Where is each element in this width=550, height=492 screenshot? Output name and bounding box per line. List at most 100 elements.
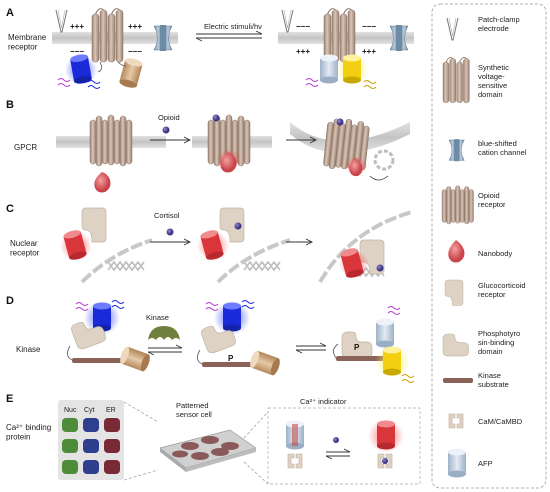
yellow-fp-cylinder: [383, 346, 401, 376]
legend-item-afp: AFP: [448, 448, 493, 478]
linker: [97, 61, 127, 73]
arrow-c-1: [150, 238, 192, 246]
patch-clamp-electrode-icon: [281, 9, 294, 33]
legend-label: Nanobody: [478, 249, 512, 258]
grid-cell: [83, 418, 99, 432]
legend-item-cam: CaM/CaMBD: [448, 413, 523, 429]
cortisol-ligand: [376, 264, 384, 272]
phospho-group: P: [228, 354, 234, 363]
kinase-substrate: [202, 362, 252, 367]
legend-label: AFP: [478, 459, 493, 468]
membrane-b-right-curved: [290, 122, 410, 153]
grid-cell: [83, 460, 99, 474]
panel-letter-e: E: [6, 393, 13, 405]
panel-label-d: Kinase: [16, 345, 41, 354]
arrow-label-b: Opioid: [158, 113, 180, 122]
red-fp-cylinder: [377, 420, 395, 450]
panel-label-b: GPCR: [14, 143, 37, 152]
equilibrium-arrow-e: [325, 448, 351, 460]
panel-letter-b: B: [6, 99, 14, 111]
kinase-enzyme: [148, 326, 180, 340]
arrow-b-1: [150, 136, 192, 144]
charge-label: +++: [362, 47, 376, 56]
calcium-ion: [333, 437, 339, 443]
grid-cell: [104, 460, 120, 474]
patch-clamp-electrode-icon: [446, 17, 459, 41]
nanobody: [220, 152, 237, 173]
equilibrium-arrow-a: [195, 30, 263, 42]
arrow-c-2: [286, 238, 314, 246]
dna-helix: [243, 261, 281, 271]
opioid-receptor: [89, 114, 133, 167]
sensor-grid: [62, 418, 120, 474]
red-stripe: [292, 424, 298, 446]
legend-item-nanobody: Nanobody: [448, 240, 512, 263]
nuclear-envelope: [80, 238, 153, 284]
tan-fp-cylinder: [118, 345, 152, 373]
nuclear-envelope: [216, 238, 291, 284]
charge-label: −−−: [128, 47, 142, 56]
phospho-group: P: [354, 343, 360, 352]
tan-fp-cylinder: [248, 349, 282, 377]
zoom-line: [123, 401, 159, 481]
grid-cell: [62, 418, 78, 432]
zoom-line: [243, 411, 269, 485]
phosphotyrosine-domain-icon: [442, 333, 469, 357]
grid-cell: [62, 460, 78, 474]
linker: [333, 343, 339, 359]
panel-letter-a: A: [6, 7, 14, 19]
equilibrium-arrow-d2: [295, 342, 327, 354]
afp-cylinder: [320, 54, 338, 84]
arrow-label-d: Kinase: [146, 313, 169, 322]
grid-cell: [83, 439, 99, 453]
opioid-receptor-icon: [441, 185, 474, 225]
charge-label: +++: [70, 22, 84, 31]
cam-cambd: [287, 453, 303, 469]
arrow-label-c: Cortisol: [154, 211, 180, 220]
glucocorticoid-receptor-icon: [444, 279, 464, 306]
emission-squiggle: [241, 300, 255, 309]
patch-clamp-electrode-icon: [55, 9, 68, 33]
emission-squiggle: [205, 302, 219, 311]
column-header: ER: [106, 407, 116, 414]
linker: [197, 349, 203, 365]
indicator-label: Ca²⁺ indicator: [300, 397, 347, 406]
internalized-vesicle: [373, 149, 395, 171]
emission-squiggle: [57, 78, 71, 87]
cation-channel-icon: [448, 138, 465, 162]
column-header: Nuc: [64, 407, 77, 414]
equilibrium-arrow-d1: [147, 344, 183, 356]
cam-cambd-icon: [448, 413, 464, 429]
emission-squiggle: [363, 80, 377, 89]
charge-label: +++: [128, 22, 142, 31]
internalization-arrow: [369, 175, 389, 181]
arrow-b-2: [286, 136, 318, 144]
emission-squiggle: [111, 300, 125, 309]
legend-box: [431, 3, 547, 489]
dna-helix: [107, 261, 145, 271]
kinase-substrate: [72, 358, 122, 363]
indicator-inset: [267, 407, 421, 485]
yellow-fp-cylinder: [343, 54, 361, 84]
grid-cell: [104, 439, 120, 453]
kinase-substrate: [336, 356, 384, 361]
nanobody: [94, 172, 111, 193]
afp-icon: [448, 448, 466, 478]
column-header: Cyt: [84, 407, 95, 414]
